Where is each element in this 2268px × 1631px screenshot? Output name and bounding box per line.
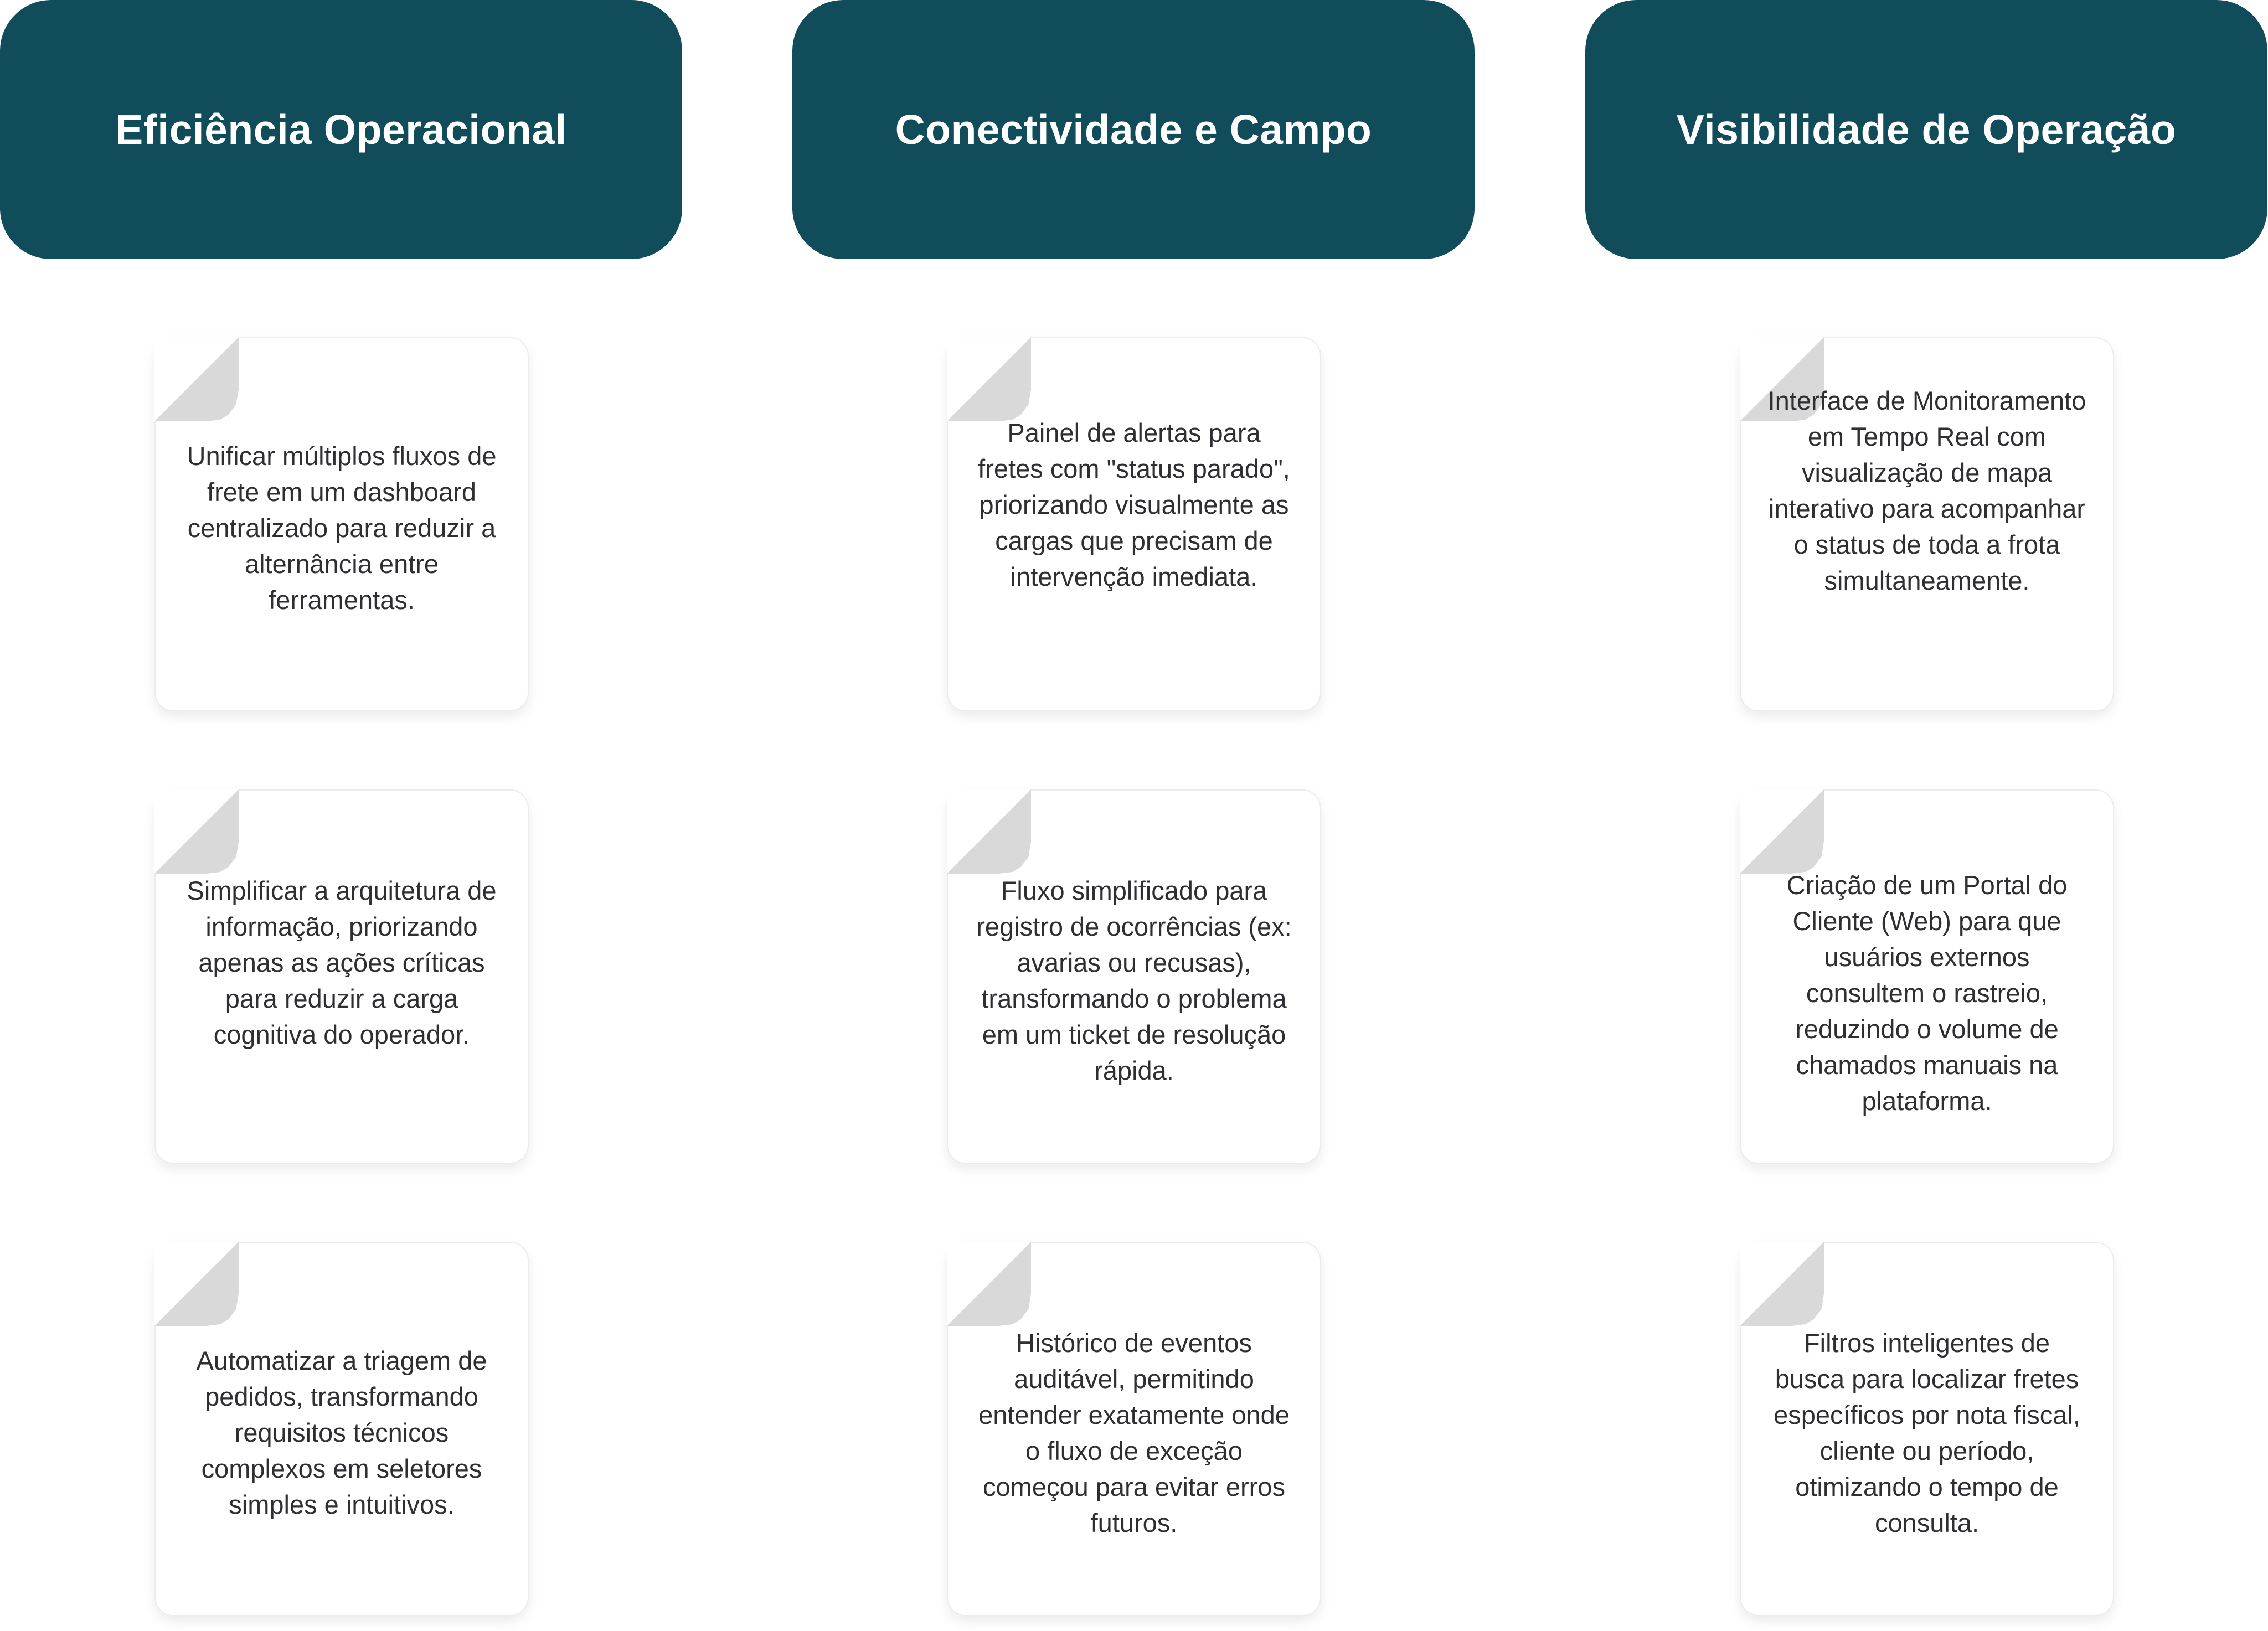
column-header: Eficiência Operacional: [0, 0, 682, 259]
column-header: Visibilidade de Operação: [1585, 0, 2267, 259]
note-card: Simplificar a arquitetura de informação,…: [154, 789, 529, 1164]
page-fold-icon: [1740, 1242, 1824, 1326]
page-fold-icon: [947, 1242, 1031, 1326]
note-card: Automatizar a triagem de pedidos, transf…: [154, 1242, 529, 1616]
note-card: Painel de alertas para fretes com "statu…: [947, 337, 1321, 711]
note-text: Interface de Monitoramento em Tempo Real…: [1767, 386, 2086, 595]
page-fold-icon: [154, 337, 239, 421]
column-title: Conectividade e Campo: [895, 106, 1372, 153]
note-text: Fluxo simplificado para registro de ocor…: [976, 876, 1292, 1085]
page-fold-icon: [1740, 789, 1824, 874]
note-text: Unificar múltiplos fluxos de frete em um…: [187, 441, 497, 615]
note-card: Criação de um Portal do Cliente (Web) pa…: [1740, 789, 2114, 1164]
note-text: Painel de alertas para fretes com "statu…: [978, 418, 1290, 591]
column-conectividade-e-campo: Conectividade e Campo Painel de alertas …: [792, 0, 1475, 1631]
note-card: Unificar múltiplos fluxos de frete em um…: [154, 337, 529, 711]
page-fold-icon: [947, 337, 1031, 421]
note-card: Filtros inteligentes de busca para local…: [1740, 1242, 2114, 1616]
note-text: Filtros inteligentes de busca para local…: [1774, 1328, 2080, 1537]
note-text: Histórico de eventos auditável, permitin…: [978, 1328, 1290, 1537]
page-fold-icon: [947, 789, 1031, 874]
note-card: Fluxo simplificado para registro de ocor…: [947, 789, 1321, 1164]
note-text: Criação de um Portal do Cliente (Web) pa…: [1786, 870, 2068, 1116]
note-text: Simplificar a arquitetura de informação,…: [187, 876, 497, 1049]
note-card: Histórico de eventos auditável, permitin…: [947, 1242, 1321, 1616]
column-title: Eficiência Operacional: [115, 106, 567, 153]
column-eficiencia-operacional: Eficiência Operacional Unificar múltiplo…: [0, 0, 682, 1631]
note-text: Automatizar a triagem de pedidos, transf…: [196, 1346, 487, 1519]
page-fold-icon: [154, 1242, 239, 1326]
column-title: Visibilidade de Operação: [1676, 106, 2177, 153]
note-card: Interface de Monitoramento em Tempo Real…: [1740, 337, 2114, 711]
column-header: Conectividade e Campo: [792, 0, 1475, 259]
column-visibilidade-de-operacao: Visibilidade de Operação Interface de Mo…: [1585, 0, 2267, 1631]
page-fold-icon: [154, 789, 239, 874]
